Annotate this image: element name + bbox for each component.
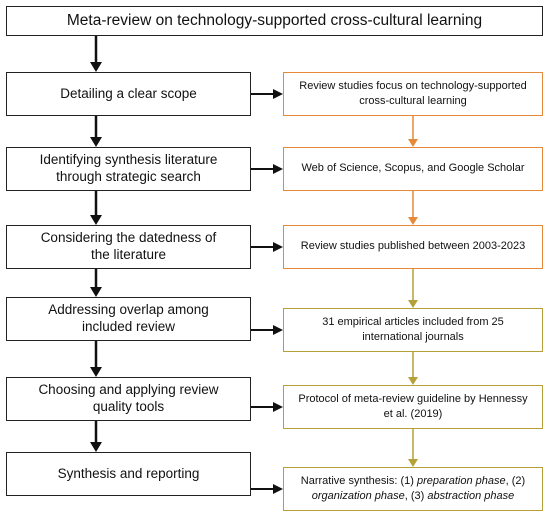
step-4-label-line-2: included review: [81, 319, 176, 334]
right-down-arrows: [408, 116, 418, 467]
arrow-head: [90, 287, 102, 297]
step-5-label-line-2: quality tools: [92, 399, 165, 414]
arrow-head: [90, 442, 102, 452]
step-box-2: Identifying synthesis literature through…: [6, 147, 251, 191]
output-box-5: Protocol of meta-review guideline by Hen…: [283, 385, 543, 429]
output-6-phase-3: abstraction phase: [427, 490, 515, 502]
arrow-head: [273, 89, 283, 99]
step-2-label-line-2: through strategic search: [56, 169, 201, 184]
step-2-label-line-1: Identifying synthesis literature: [39, 152, 218, 168]
output-box-1: Review studies focus on technology-suppo…: [283, 72, 543, 116]
step-1-label: Detailing a clear scope: [60, 85, 197, 101]
arrow-head: [90, 62, 102, 72]
output-6-line-1: Narrative synthesis: (1) preparation pha…: [301, 474, 525, 489]
arrow-head: [408, 217, 418, 225]
step-box-5: Choosing and applying review quality too…: [6, 377, 251, 421]
output-box-2: Web of Science, Scopus, and Google Schol…: [283, 147, 543, 191]
arrow-head: [273, 242, 283, 252]
step-box-3: Considering the datedness of the literat…: [6, 225, 251, 269]
output-6-line-2: organization phase, (3) abstraction phas…: [301, 489, 525, 504]
step-6-label: Synthesis and reporting: [57, 465, 200, 481]
arrow-head: [90, 367, 102, 377]
step-3-label-line-2: the literature: [90, 247, 167, 262]
output-6-phase-1: preparation phase: [416, 474, 506, 487]
step-box-1: Detailing a clear scope: [6, 72, 251, 116]
arrow-head: [408, 300, 418, 308]
arrow-head: [90, 215, 102, 225]
arrow-head: [273, 164, 283, 174]
arrow-head: [90, 137, 102, 147]
output-box-6: Narrative synthesis: (1) preparation pha…: [283, 467, 543, 511]
output-5-line-1: Protocol of meta-review guideline by Hen…: [298, 392, 528, 405]
output-6-text: Narrative synthesis: (1): [300, 474, 417, 487]
output-box-3: Review studies published between 2003-20…: [283, 225, 543, 269]
output-1-line-2: cross-cultural learning: [359, 95, 467, 107]
arrow-head: [273, 325, 283, 335]
output-6-phase-2: organization phase: [311, 490, 405, 502]
step-box-4: Addressing overlap among included review: [6, 297, 251, 341]
step-box-6: Synthesis and reporting: [6, 452, 251, 496]
output-4-line-2: international journals: [362, 331, 464, 343]
arrow-head: [273, 484, 283, 494]
output-1-line-1: Review studies focus on technology-suppo…: [299, 79, 527, 92]
arrow-head: [408, 139, 418, 147]
left-down-arrows: [90, 36, 102, 452]
arrow-head: [408, 377, 418, 385]
step-5-label-line-1: Choosing and applying review: [38, 382, 219, 398]
title-text: Meta-review on technology-supported cros…: [66, 12, 483, 29]
output-4-line-1: 31 empirical articles included from 25: [322, 315, 504, 328]
output-6-text: , (2): [505, 474, 526, 487]
output-5-line-2: et al. (2019): [383, 408, 443, 420]
right-arrows: [251, 89, 283, 494]
arrow-head: [273, 402, 283, 412]
step-3-label-line-1: Considering the datedness of: [40, 230, 217, 246]
output-3-line-1: Review studies published between 2003-20…: [300, 240, 526, 253]
output-box-4: 31 empirical articles included from 25 i…: [283, 308, 543, 352]
arrow-head: [408, 459, 418, 467]
step-4-label-line-1: Addressing overlap among: [48, 302, 209, 318]
diagram-title: Meta-review on technology-supported cros…: [6, 6, 543, 36]
output-2-line-1: Web of Science, Scopus, and Google Schol…: [301, 162, 525, 175]
output-6-text: , (3): [404, 490, 428, 502]
